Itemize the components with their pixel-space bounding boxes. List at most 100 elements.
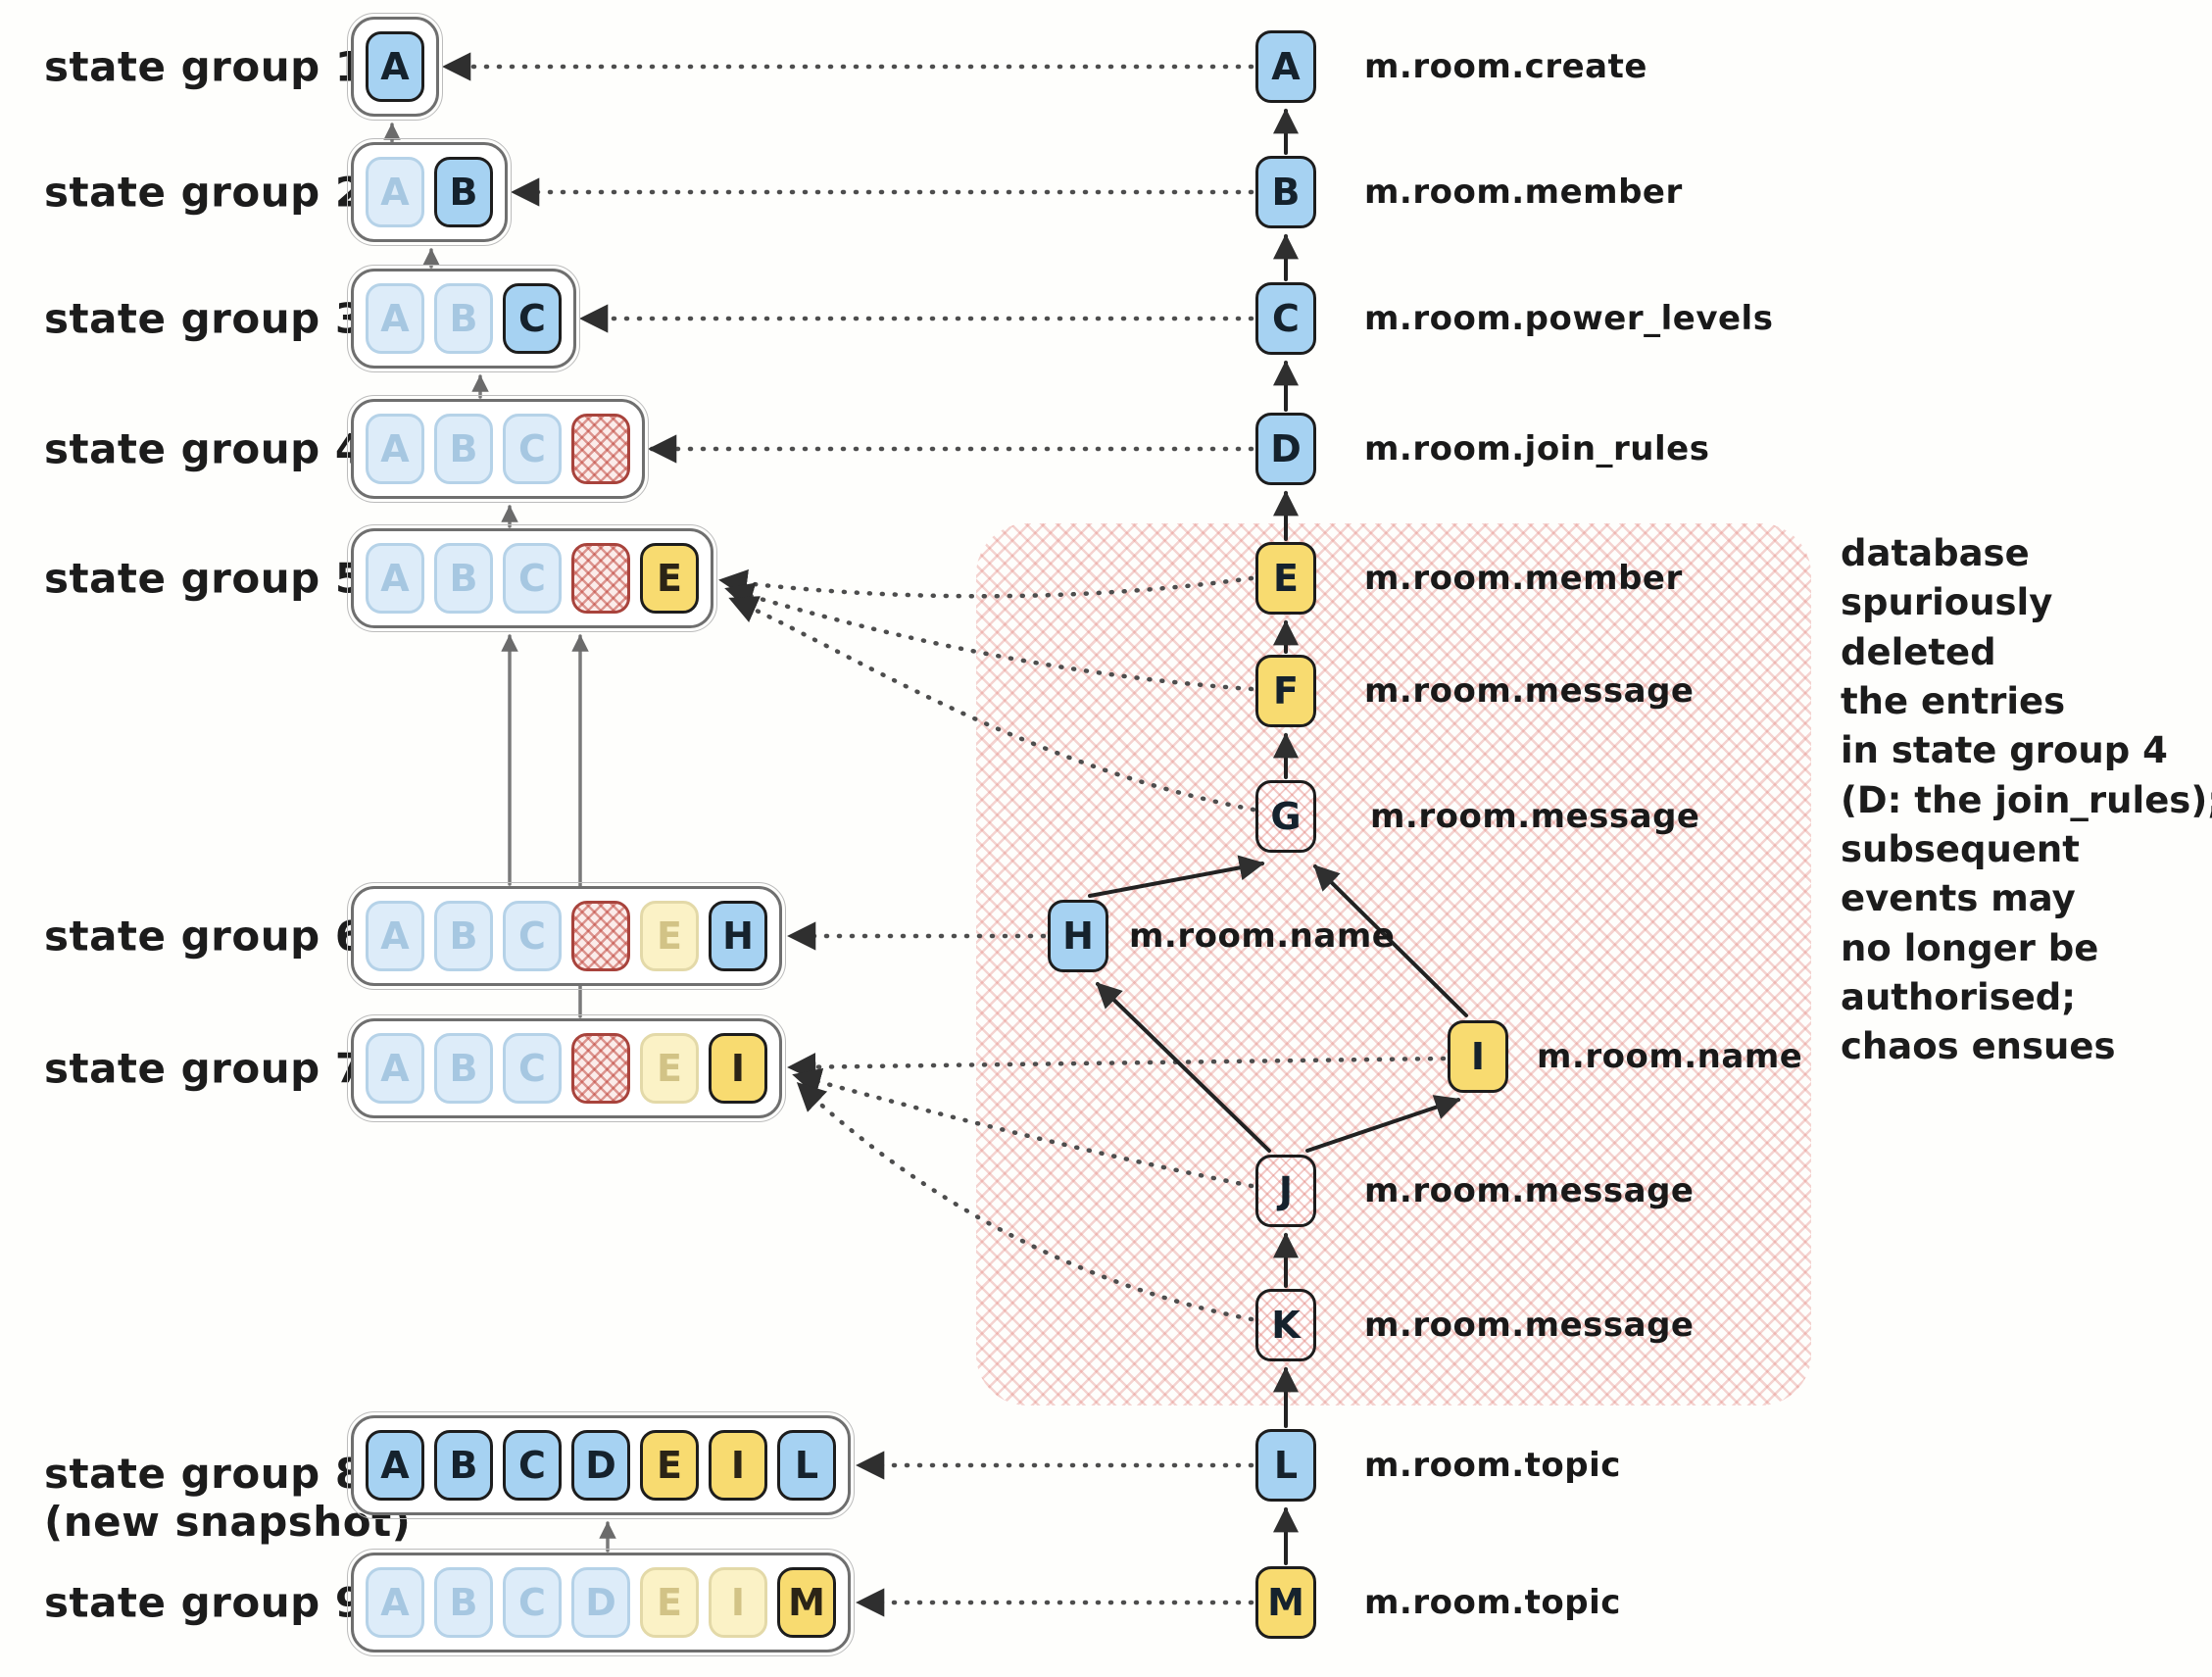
event-g-type-label: m.room.message [1370,797,1700,836]
state-chip: C [503,283,562,354]
event-m-type-label: m.room.topic [1364,1583,1621,1622]
state-chip: B [434,414,493,484]
state-chip: C [503,543,562,614]
state-group-1-label: state group 1: [44,42,381,91]
event-b-node: B [1255,156,1316,228]
annotation-line: events may [1841,877,2076,920]
annotation-line: database [1841,532,2030,574]
annotation-line: authorised; [1841,975,2077,1018]
state-group-8: A B C D E I L [347,1411,855,1519]
state-group-9-label: state group 9: [44,1578,381,1627]
annotation-line: the entries [1841,679,2066,722]
annotation-line: spuriously [1841,581,2053,624]
annotation: database spuriously deleted the entries … [1841,529,2212,1071]
event-f-node: F [1255,655,1316,727]
event-l-node: L [1255,1429,1316,1502]
state-group-5-label: state group 5: [44,554,381,603]
deleted-state-chip [571,543,630,614]
annotation-line: in state group 4 [1841,729,2168,772]
event-c-node: C [1255,282,1316,355]
state-group-2-label: state group 2: [44,168,381,217]
state-chip: I [709,1033,767,1104]
event-d-node: D [1255,413,1316,485]
state-chip: E [640,1033,699,1104]
state-group-3: A B C [347,265,580,372]
event-a-type-label: m.room.create [1364,47,1647,86]
state-chip: A [366,1430,424,1501]
state-group-7: A B C E I [347,1014,786,1122]
state-group-6: A B C E H [347,882,786,990]
state-chip: A [366,901,424,971]
state-chip: E [640,901,699,971]
event-e-node: E [1255,542,1316,615]
state-chip: C [503,901,562,971]
state-chip: B [434,1567,493,1638]
state-chip: D [571,1567,630,1638]
event-h-node: H [1048,900,1108,972]
event-b-type-label: m.room.member [1364,173,1683,212]
state-group-8-label-line: state group 8: [44,1450,381,1498]
state-chip: C [503,414,562,484]
event-m-node: M [1255,1566,1316,1639]
state-chip: A [366,1033,424,1104]
state-group-5: A B C E [347,524,717,632]
deleted-state-chip [571,901,630,971]
state-chip: I [709,1430,767,1501]
state-chip: B [434,543,493,614]
event-k-node: K [1255,1289,1316,1361]
deleted-entries-hatched-region [976,523,1811,1406]
state-chip: A [366,31,424,102]
state-chip: I [709,1567,767,1638]
state-chip: A [366,283,424,354]
annotation-line: no longer be [1841,926,2099,969]
annotation-line: subsequent [1841,827,2080,870]
state-chip: B [434,1033,493,1104]
event-e-type-label: m.room.member [1364,559,1683,598]
event-dag-arrows [1088,108,1468,1565]
state-chip: C [503,1033,562,1104]
state-chip: C [503,1567,562,1638]
annotation-line: chaos ensues [1841,1025,2116,1068]
state-chip: A [366,1567,424,1638]
state-group-3-label: state group 3: [44,294,381,343]
event-j-node: J [1255,1155,1316,1227]
event-i-type-label: m.room.name [1537,1037,1803,1076]
deleted-state-chip [571,1033,630,1104]
annotation-line: deleted [1841,630,1996,673]
event-d-type-label: m.room.join_rules [1364,429,1710,469]
event-a-node: A [1255,30,1316,103]
state-chip: M [777,1567,836,1638]
event-j-type-label: m.room.message [1364,1171,1695,1210]
state-chip: B [434,901,493,971]
annotation-line: (D: the join_rules); [1841,778,2212,821]
state-chip: A [366,414,424,484]
state-chip: H [709,901,767,971]
state-chip: B [434,283,493,354]
event-to-state-group-dotted-arrows [442,52,1447,1617]
state-group-2: A B [347,138,512,246]
event-h-type-label: m.room.name [1129,916,1396,956]
state-group-4-label: state group 4: [44,424,381,473]
state-chip: E [640,1430,699,1501]
state-chip: L [777,1430,836,1501]
state-chip: C [503,1430,562,1501]
state-group-8-label: state group 8: (new snapshot) [44,1450,411,1546]
state-chip: A [366,157,424,227]
state-chip: B [434,1430,493,1501]
state-group-4: A B C [347,395,649,503]
state-chip: A [366,543,424,614]
state-group-8-sublabel: (new snapshot) [44,1498,412,1546]
state-chip: E [640,543,699,614]
state-group-1: A [347,13,443,121]
state-chip: D [571,1430,630,1501]
event-k-type-label: m.room.message [1364,1306,1695,1345]
event-g-node: G [1255,780,1316,853]
event-c-type-label: m.room.power_levels [1364,299,1774,338]
deleted-state-chip [571,414,630,484]
state-chip: E [640,1567,699,1638]
state-group-9: A B C D E I M [347,1549,855,1656]
event-i-node: I [1448,1020,1508,1093]
event-f-type-label: m.room.message [1364,671,1695,711]
event-l-type-label: m.room.topic [1364,1446,1621,1485]
